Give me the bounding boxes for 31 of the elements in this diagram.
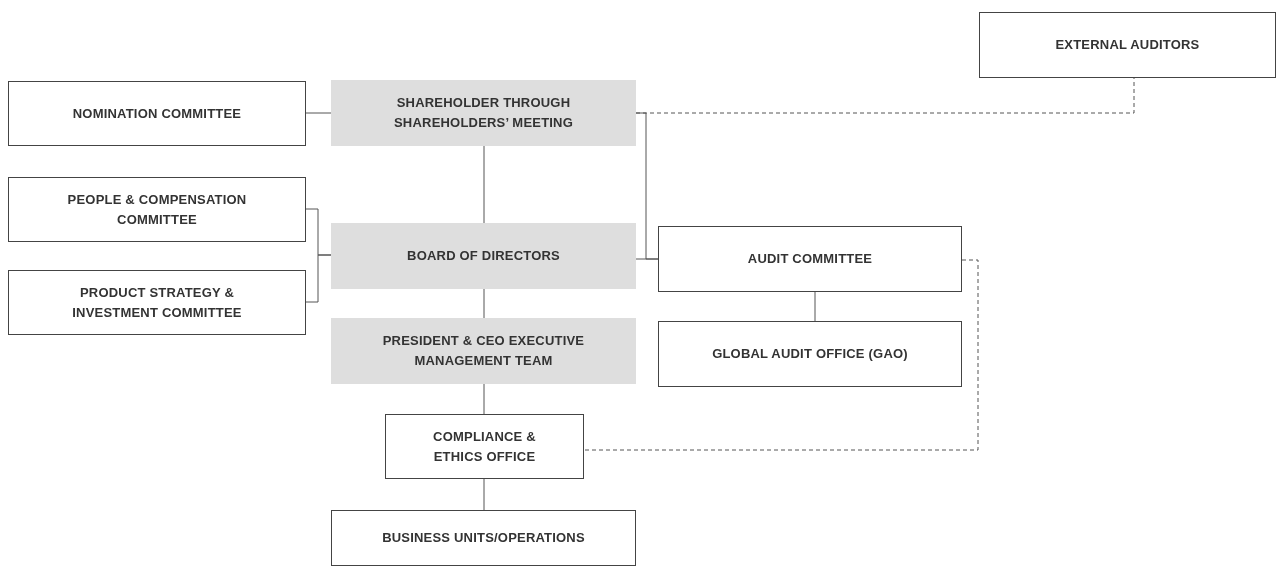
connector	[483, 288, 485, 319]
node-label: PRESIDENT & CEO EXECUTIVE MANAGEMENT TEAM	[381, 332, 586, 370]
node-label: BOARD OF DIRECTORS	[407, 247, 560, 265]
node-label: GLOBAL AUDIT OFFICE (GAO)	[712, 345, 908, 363]
connector	[483, 145, 485, 224]
outlined-box	[8, 270, 306, 335]
connector	[305, 112, 332, 114]
connector	[483, 383, 485, 415]
node-label: PEOPLE & COMPENSATION COMMITTEE	[66, 190, 248, 229]
node-label: COMPLIANCE & ETHICS OFFICE	[432, 427, 537, 466]
connector	[483, 478, 485, 511]
shaded-box	[331, 80, 636, 146]
dashed-connector	[583, 259, 979, 451]
node-label: NOMINATION COMMITTEE	[72, 104, 242, 123]
outlined-box	[658, 321, 962, 387]
outlined-box	[385, 414, 584, 479]
node-label: BUSINESS UNITS/OPERATIONS	[382, 529, 585, 547]
shaded-box	[331, 223, 636, 289]
node-label: AUDIT COMMITTEE	[747, 250, 873, 268]
outlined-box	[8, 177, 306, 242]
shaded-box	[331, 318, 636, 384]
node-label: SHAREHOLDER THROUGH SHAREHOLDERS’ MEETING	[393, 94, 574, 132]
node-label: PRODUCT STRATEGY & INVESTMENT COMMITTEE	[71, 283, 243, 322]
outlined-box	[331, 510, 636, 566]
outlined-box	[979, 12, 1276, 78]
outlined-box	[658, 226, 962, 292]
connector	[635, 258, 659, 260]
connector	[305, 254, 332, 303]
node-label: EXTERNAL AUDITORS	[1055, 36, 1200, 54]
connector	[814, 291, 816, 322]
outlined-box	[8, 81, 306, 146]
